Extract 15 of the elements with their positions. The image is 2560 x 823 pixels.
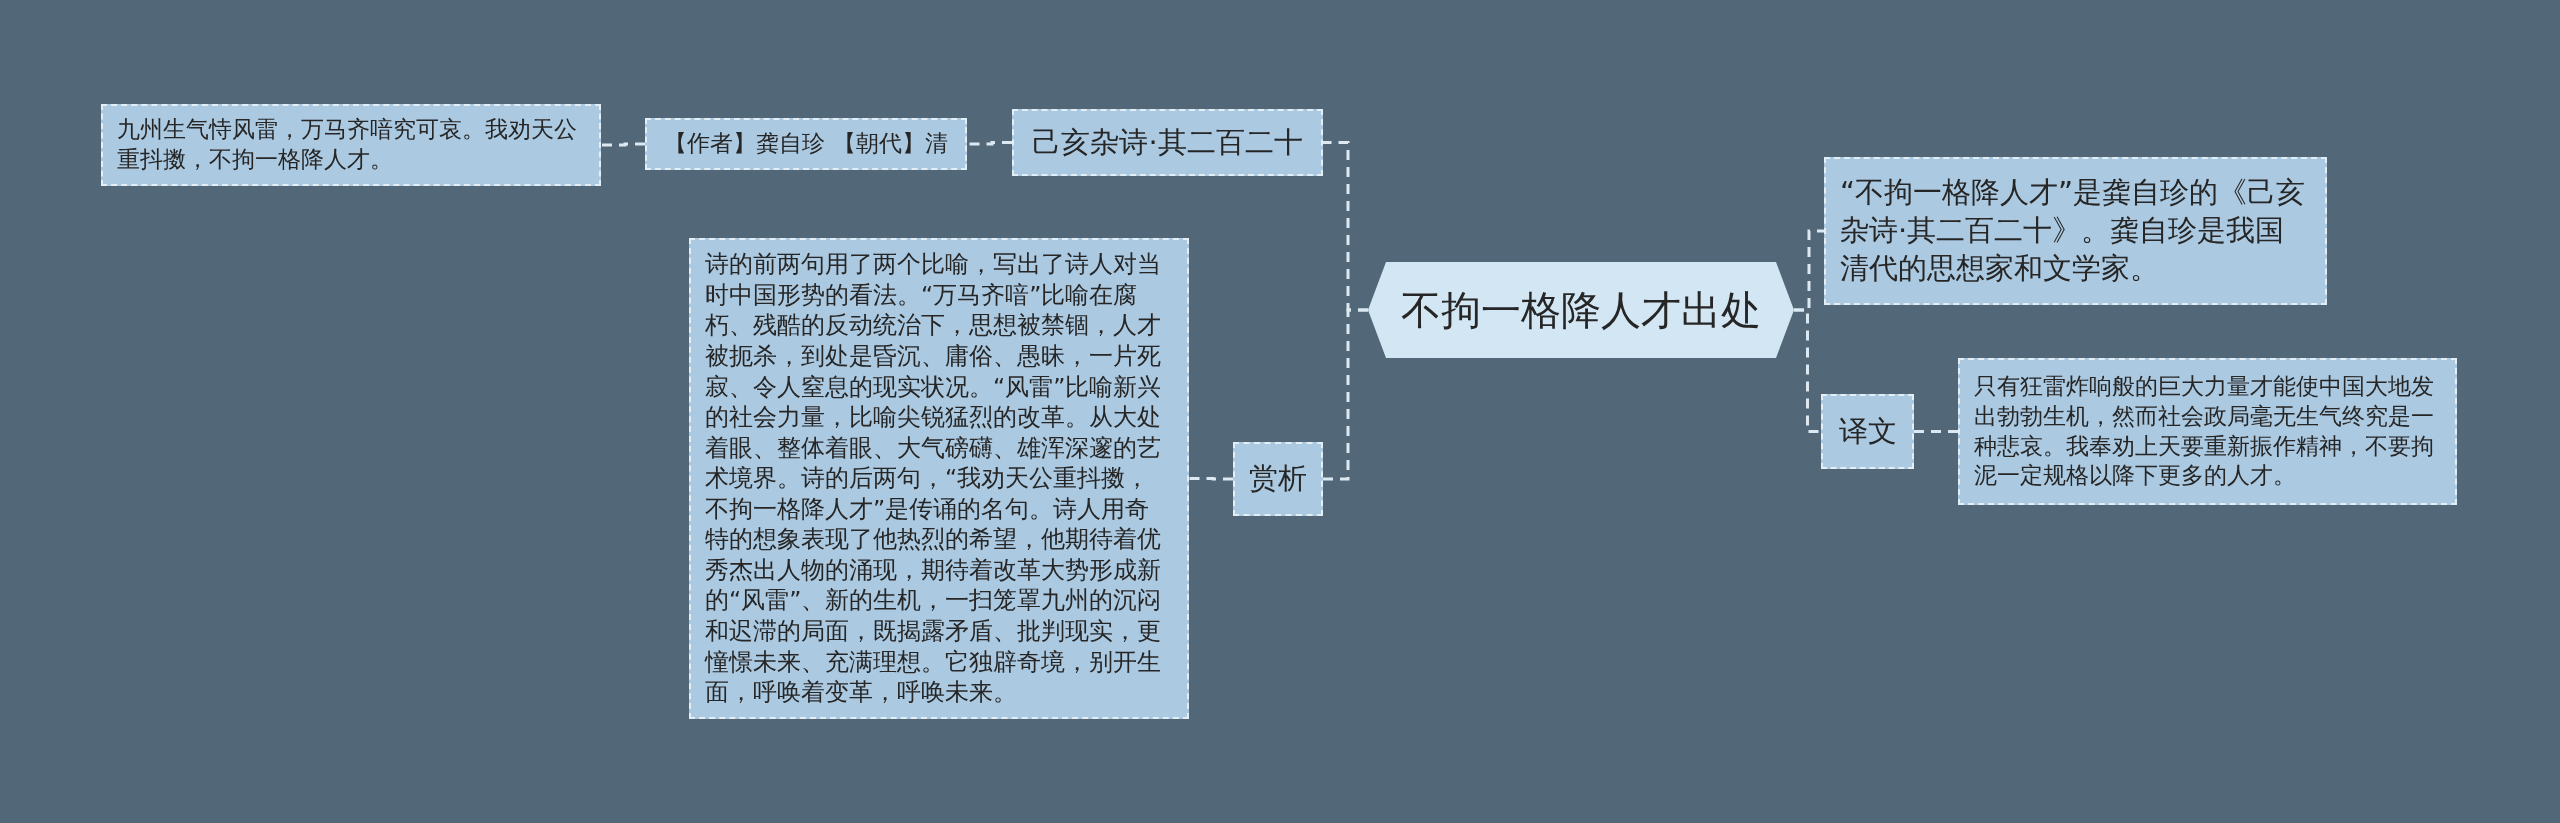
info-box: 【作者】龚自珍 【朝代】清 <box>645 118 967 170</box>
connector-line <box>1794 308 1821 433</box>
branch-box: 赏析 <box>1233 442 1323 516</box>
note-box: “不拘一格降人才”是龚自珍的《己亥杂诗·其二百二十》。龚自珍是我国清代的思想家和文学家。 <box>1824 157 2327 305</box>
connector-line <box>1189 477 1233 481</box>
note-box: 诗的前两句用了两个比喻，写出了诗人对当时中国形势的看法。“万马齐喑”比喻在腐朽、残酷的反动统治下，思想被禁锢，人才被扼杀，到处是昏沉、庸俗、愚昧，一片死寂、令人窒息的现实状况。“风雷”比喻新兴的社会力量，比喻尖锐猛烈的改革。从大处着眼、整体着眼、大气磅礴、雄浑深邃的艺术境界。诗的后两句，“我劝天公重抖擞，不拘一格降人才”是传诵的名句。诗人用奇特的想象表现了他热烈的希望，他期待着优秀杰出人物的涌现，期待着改革大势形成新的“风雷”、新的生机，一扫笼罩九州的沉闷和迟滞的局面，既揭露矛盾、批判现实，更憧憬未来、充满理想。它独辟奇境，别开生面，呼唤着变革，呼唤未来。 <box>689 238 1189 719</box>
connector-line <box>1914 430 1958 433</box>
note-box: 只有狂雷炸响般的巨大力量才能使中国大地发出勃勃生机，然而社会政局毫无生气终究是一种悲哀。我奉劝上天要重新振作精神，不要拘泥一定规格以降下更多的人才。 <box>1958 358 2457 505</box>
branch-box: 译文 <box>1821 394 1914 469</box>
branch-box: 己亥杂诗·其二百二十 <box>1012 109 1323 176</box>
topic-title: 不拘一格降人才出处 <box>1401 285 1761 335</box>
connector-line <box>967 141 1012 146</box>
poem-box: 九州生气恃风雷，万马齐喑究可哀。我劝天公重抖擞，不拘一格降人才。 <box>101 104 601 186</box>
connector-line <box>1323 308 1368 481</box>
connector-line <box>601 142 645 147</box>
